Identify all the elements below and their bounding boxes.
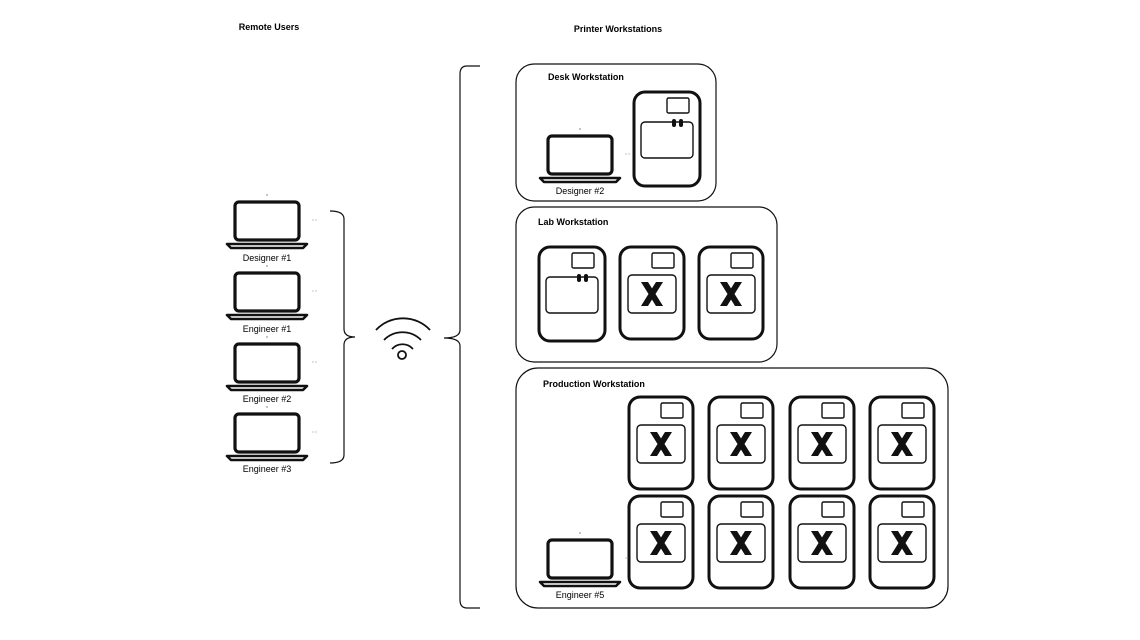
lab-workstation-title: Lab Workstation — [538, 217, 608, 227]
workstation-laptop[interactable]: Designer #2 — [538, 126, 632, 196]
x-printer-icon[interactable] — [627, 494, 695, 590]
laptop-icon — [225, 404, 319, 462]
remote-users-brace — [329, 210, 356, 464]
lab-workstation: Lab Workstation — [515, 206, 778, 363]
remote-user-engineer-3[interactable]: Engineer #3 — [225, 404, 319, 474]
remote-user-engineer-2[interactable]: Engineer #2 — [225, 334, 319, 404]
workstation-laptop[interactable]: Engineer #5 — [538, 530, 632, 600]
laptop-icon — [225, 334, 319, 392]
remote-user-engineer-1[interactable]: Engineer #1 — [225, 263, 319, 334]
remote-user-designer-1[interactable]: Designer #1 — [225, 192, 319, 263]
remote-user-label: Engineer #3 — [243, 464, 292, 474]
remote-users-header: Remote Users — [239, 22, 300, 32]
x-printer-icon[interactable] — [627, 395, 695, 491]
workstations-brace — [443, 65, 480, 609]
production-workstation-title: Production Workstation — [543, 379, 645, 389]
printer-workstations-header: Printer Workstations — [574, 24, 662, 34]
desktop-printer-icon[interactable] — [537, 245, 607, 343]
x-printer-icon[interactable] — [697, 245, 765, 341]
workstation-laptop-label: Engineer #5 — [556, 590, 605, 600]
remote-user-label: Engineer #1 — [243, 324, 292, 334]
x-printer-icon[interactable] — [868, 494, 936, 590]
desktop-printer-icon[interactable] — [632, 90, 702, 188]
workstation-laptop-label: Designer #2 — [556, 186, 605, 196]
remote-user-label: Designer #1 — [243, 253, 292, 263]
x-printer-icon[interactable] — [788, 494, 856, 590]
x-printer-icon[interactable] — [868, 395, 936, 491]
desk-workstation: Desk Workstation Designer #2 — [515, 63, 717, 202]
x-printer-icon[interactable] — [707, 494, 775, 590]
x-printer-icon[interactable] — [618, 245, 686, 341]
laptop-icon — [225, 192, 319, 250]
production-workstation: Production Workstation Engineer #5 — [515, 367, 949, 609]
remote-user-label: Engineer #2 — [243, 394, 292, 404]
wifi-icon — [375, 317, 431, 360]
x-printer-icon[interactable] — [788, 395, 856, 491]
desk-workstation-title: Desk Workstation — [548, 72, 624, 82]
laptop-icon — [225, 263, 319, 321]
x-printer-icon[interactable] — [707, 395, 775, 491]
